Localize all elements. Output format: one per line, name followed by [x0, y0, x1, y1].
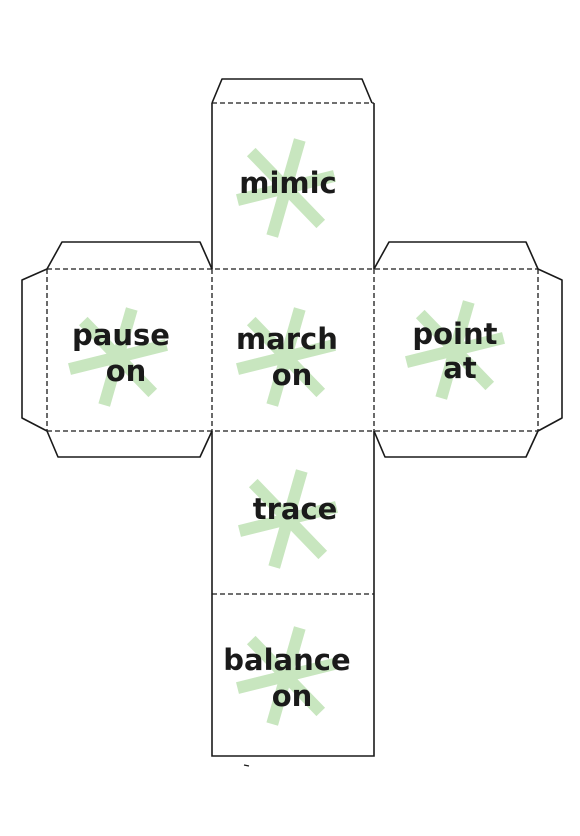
glue-tab-right-bottom [373, 430, 539, 458]
stray-mark [243, 764, 250, 767]
face-center-line1: march [236, 322, 338, 356]
face-top: mimic [236, 138, 337, 238]
face-right: point at [405, 300, 507, 400]
face-bottom: balance on [223, 626, 360, 726]
face-top-label: mimic [239, 166, 337, 200]
face-right-label: point at [412, 317, 507, 385]
asterisk-icon [238, 469, 338, 569]
glue-tab-left-top [46, 241, 213, 270]
face-right-line1: point [412, 317, 497, 351]
asterisk-icon [236, 307, 336, 407]
face-left: pause on [68, 307, 180, 407]
fold-lines [46, 102, 539, 595]
face-center-line2: on [272, 358, 313, 392]
glue-tab-right-outer [537, 268, 563, 432]
asterisk-icon [405, 300, 505, 400]
glue-tab-left-bottom [46, 430, 213, 458]
face-top-line1: mimic [239, 166, 337, 200]
face-left-label: pause on [72, 318, 180, 388]
face-lower-line1: trace [253, 492, 338, 526]
face-center-label: march on [236, 322, 348, 392]
asterisk-icon [236, 626, 336, 726]
face-left-line1: pause [72, 318, 170, 352]
face-center: march on [236, 307, 348, 407]
face-lower-label: trace [253, 492, 338, 526]
face-bottom-line1: balance [223, 643, 350, 677]
face-lower: trace [238, 469, 338, 569]
glue-tab-top [211, 78, 373, 104]
glue-tab-left-outer [21, 268, 48, 432]
face-right-line2: at [443, 351, 477, 385]
asterisk-icon [68, 307, 168, 407]
face-bottom-line2: on [272, 679, 313, 713]
face-left-line2: on [106, 354, 147, 388]
asterisk-icon [236, 138, 336, 238]
face-bottom-label: balance on [223, 643, 360, 713]
glue-tab-right-top [373, 241, 539, 270]
